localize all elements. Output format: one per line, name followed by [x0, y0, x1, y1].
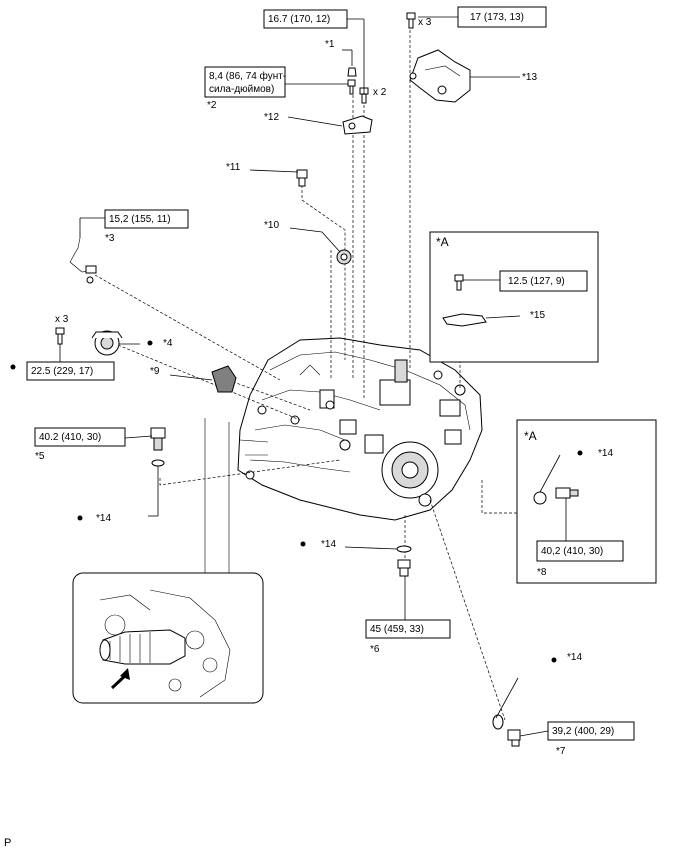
part-7-plug: [492, 714, 521, 747]
torque-label-7: 12.5 (127, 9): [508, 276, 565, 287]
callout-14-d: *14: [567, 652, 582, 663]
torque-label-4: 15,2 (155, 11): [109, 214, 171, 225]
torque-label-6: 40.2 (410, 30): [39, 432, 101, 443]
callout-1: *1: [325, 39, 335, 50]
callout-12: *12: [264, 112, 279, 123]
callout-7: *7: [556, 746, 566, 757]
part-6-plug: [396, 545, 412, 577]
torque-box-10: 39,2 (400, 29): [547, 721, 635, 741]
torque-box-8: 40,2 (410, 30): [536, 540, 624, 562]
part-4-actuator: [91, 330, 123, 356]
callout-4: *4: [163, 338, 173, 349]
callout-labels: *1 *2 *3 *4 *5 *6 *7 *8 *9 *10 *11 *12 *…: [35, 39, 613, 757]
torque-box-4: 15,2 (155, 11): [104, 209, 189, 229]
torque-label-2: 8,4 (86, 74 фунт-: [209, 70, 286, 82]
part-bolt-x3-top: [406, 12, 416, 29]
part-11-plug: [296, 169, 308, 187]
part-2-bolt: [347, 79, 356, 95]
callout-14-a: *14: [598, 448, 613, 459]
callout-8: *8: [537, 567, 547, 578]
part-13-mount-bracket: [409, 49, 471, 103]
detail-box-a-upper: [429, 231, 599, 363]
quantity-labels: x 2 x 3 x 3: [55, 17, 432, 325]
qty-x3-left: x 3: [55, 314, 69, 325]
part-bolt-x3-left: [55, 327, 65, 345]
torque-box-7: 12.5 (127, 9): [499, 270, 588, 292]
part-5-gasket: [151, 459, 165, 467]
torque-box-3: 17 (173, 13): [457, 6, 547, 28]
callout-9: *9: [150, 366, 160, 377]
figure-code: P: [4, 837, 11, 849]
leader-lines: [59, 16, 549, 737]
torque-box-6: 40.2 (410, 30): [34, 427, 126, 447]
torque-label-5: 22.5 (229, 17): [31, 366, 93, 377]
part-9-shield: [211, 365, 237, 393]
assembly-lines: [94, 30, 520, 721]
torque-label-2b: сила-дюймов): [209, 84, 274, 95]
transaxle-housing: [237, 337, 483, 521]
callout-3: *3: [105, 233, 115, 244]
callout-5: *5: [35, 451, 45, 462]
torque-box-9: 45 (459, 33): [365, 619, 451, 639]
torque-label-10: 39,2 (400, 29): [552, 726, 614, 737]
torque-box-2: 8,4 (86, 74 фунт- сила-дюймов): [204, 66, 286, 98]
part-1-plug: [342, 49, 357, 77]
callout-6: *6: [370, 644, 380, 655]
torque-label-3: 17 (173, 13): [470, 12, 524, 23]
torque-label-8: 40,2 (410, 30): [541, 546, 603, 557]
torque-box-1: 16.7 (170, 12): [263, 9, 348, 29]
callout-10: *10: [264, 220, 279, 231]
bullet-dots: [10, 340, 583, 663]
part-10-plug: [336, 249, 352, 265]
torque-label-1: 16.7 (170, 12): [268, 14, 330, 25]
callout-14-b: *14: [96, 513, 111, 524]
part-12-bracket: [342, 115, 373, 135]
callout-14-c: *14: [321, 539, 336, 550]
qty-x3-top: x 3: [418, 17, 432, 28]
callout-11: *11: [226, 162, 241, 173]
qty-x2: x 2: [373, 87, 387, 98]
part-5-switch: [150, 427, 166, 451]
torque-box-5: 22.5 (229, 17): [26, 361, 115, 381]
detail-a-label-lower: *A: [524, 429, 537, 443]
callout-2: *2: [207, 100, 217, 111]
detail-a-label-upper: *A: [436, 235, 449, 249]
magnified-view: [72, 418, 264, 704]
callout-13: *13: [522, 72, 537, 83]
torque-label-9: 45 (459, 33): [370, 624, 424, 635]
part-3-sensor: [69, 237, 97, 284]
callout-15: *15: [530, 310, 545, 321]
